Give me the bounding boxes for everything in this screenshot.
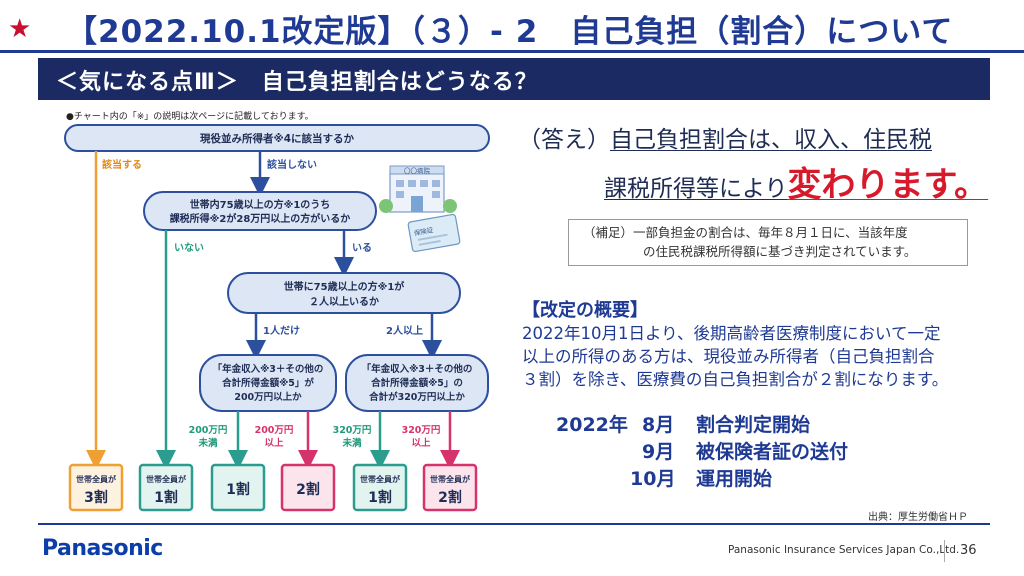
label-one-person: 1人だけ — [263, 324, 300, 337]
subtitle: ＜気になる点Ⅲ＞ 自己負担割合はどうなる？ — [56, 70, 538, 95]
result-2wari-b-line2: 2割 — [438, 489, 462, 506]
label-yes: 該当する — [102, 158, 142, 171]
question-3-line1: 世帯に75歳以上の方※1が — [284, 280, 406, 293]
hospital-icon: 〇〇病院 — [379, 165, 457, 213]
result-box-1wari-b — [210, 463, 266, 512]
footer-separator — [944, 540, 945, 562]
answer-line2: 課税所得等により変わります。 — [604, 157, 988, 206]
question-2-line2: 課税所得※2が28万円以上の方がいるか — [170, 212, 351, 225]
title-divider — [0, 50, 1024, 53]
revision-body: 2022年10月1日より、後期高齢者医療制度において一定 以上の所得のある方は、… — [522, 322, 948, 391]
label-no: 該当しない — [267, 158, 317, 171]
supplement-box: （補足）一部負担金の割合は、毎年８月１日に、当該年度 の住民税課税所得額に基づき… — [568, 219, 968, 266]
insurance-card-icon: 保険証 — [407, 213, 461, 253]
question-1-box — [64, 124, 490, 152]
result-2wari-b-line1: 世帯全員が — [430, 474, 471, 484]
svg-text:〇〇病院: 〇〇病院 — [404, 166, 431, 175]
source-note: 出典：厚生労働省ＨＰ — [868, 512, 968, 523]
label-two-people: 2人以上 — [386, 324, 423, 337]
result-1wari-a-line2: 1割 — [154, 489, 178, 506]
label-4b-over-2: 以上 — [411, 437, 431, 449]
subtitle-bar — [38, 58, 990, 100]
label-4a-over-2: 以上 — [264, 437, 284, 449]
chart-note: ●チャート内の「※」の説明は次ページに記載しております。 — [66, 112, 314, 122]
supplement-line1: （補足）一部負担金の割合は、毎年８月１日に、当該年度 — [583, 225, 908, 240]
question-1-text: 現役並み所得者※4に該当するか — [200, 132, 355, 145]
result-box-3wari — [68, 463, 124, 512]
question-4b-line2: 合計所得金額※5」の — [371, 377, 463, 389]
svg-text:保険証: 保険証 — [413, 225, 434, 237]
label-4b-under-1: 320万円 — [333, 425, 372, 436]
question-4b-line1: 「年金収入※3＋その他の — [362, 363, 473, 375]
star-icon: ★ — [8, 14, 32, 44]
revision-heading: 【改定の概要】 — [522, 300, 648, 321]
label-exists: いる — [352, 242, 372, 254]
schedule-month-1: 8月 — [642, 414, 675, 436]
page-title: 【2022.10.1改定版】（３）- 2 自己負担（割合）について — [66, 14, 954, 50]
result-3wari-line1: 世帯全員が — [76, 474, 117, 484]
result-1wari-c-line1: 世帯全員が — [360, 474, 401, 484]
result-box-1wari-c — [352, 463, 408, 512]
result-box-1wari-a — [138, 463, 194, 512]
question-2-line1: 世帯内75歳以上の方※1のうち — [190, 198, 331, 211]
schedule-month-2: 9月 — [642, 441, 675, 463]
result-2wari-a: 2割 — [296, 481, 320, 498]
result-box-2wari-a — [280, 463, 336, 512]
company-name: Panasonic Insurance Services Japan Co.,L… — [728, 544, 960, 556]
answer-emphasis: 変わります。 — [787, 165, 989, 205]
question-3-box — [227, 272, 461, 314]
question-4a-box — [199, 354, 337, 412]
schedule-event-1: 割合判定開始 — [696, 414, 811, 436]
label-4b-under-2: 未満 — [341, 437, 362, 449]
question-4a-line2: 合計所得金額※5」が — [222, 377, 314, 389]
result-1wari-c-line2: 1割 — [368, 489, 392, 506]
question-4a-line1: 「年金収入※3＋その他の — [213, 363, 324, 375]
label-4a-under-1: 200万円 — [189, 425, 228, 436]
copay-flowchart: 現役並み所得者※4に該当するか 該当する 該当しない 世帯内75歳以上の方※1の… — [64, 124, 490, 512]
result-3wari-line2: 3割 — [84, 489, 108, 506]
page-number: 36 — [960, 543, 977, 558]
result-1wari-b: 1割 — [226, 481, 250, 498]
result-1wari-a-line1: 世帯全員が — [146, 474, 187, 484]
label-4a-over-1: 200万円 — [255, 425, 294, 436]
schedule-event-3: 運用開始 — [696, 468, 773, 490]
revision-line3: ３割）を除き、医療費の自己負担割合が２割になります。 — [522, 370, 949, 389]
question-4b-box — [345, 354, 489, 412]
answer-text-1: 自己負担割合は、収入、住民税 — [610, 127, 932, 153]
label-4a-under-2: 未満 — [197, 437, 218, 449]
revision-line2: 以上の所得のある方は、現役並み所得者（自己負担割合 — [522, 347, 935, 366]
question-4a-line3: 200万円以上か — [234, 391, 302, 403]
label-4b-over-1: 320万円 — [402, 425, 441, 436]
footer-divider — [38, 523, 990, 525]
question-3-line2: ２人以上いるか — [309, 295, 379, 308]
answer-line1: （答え）自己負担割合は、収入、住民税 — [518, 120, 932, 154]
answer-text-2: 課税所得等により — [604, 176, 788, 202]
schedule-event-2: 被保険者証の送付 — [696, 441, 849, 463]
schedule-year: 2022年 — [556, 414, 628, 436]
supplement-line2: の住民税課税所得額に基づき判定されています。 — [643, 244, 917, 259]
question-2-box — [143, 191, 377, 231]
label-none: いない — [174, 242, 204, 254]
panasonic-logo: Panasonic — [42, 536, 163, 561]
result-box-2wari-b — [422, 463, 478, 512]
revision-line1: 2022年10月1日より、後期高齢者医療制度において一定 — [522, 324, 941, 343]
schedule-month-3: 10月 — [630, 468, 676, 490]
question-4b-line3: 合計が320万円以上か — [369, 391, 465, 403]
answer-lead: （答え） — [518, 127, 610, 153]
